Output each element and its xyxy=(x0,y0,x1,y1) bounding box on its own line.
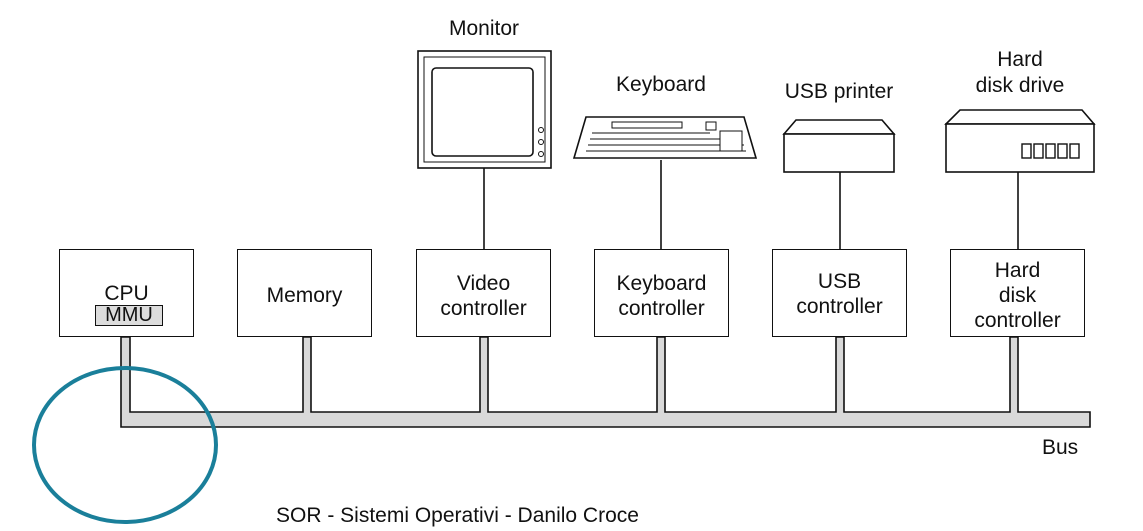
cpu-label: CPU xyxy=(104,282,149,305)
keyboard-label: Keyboard xyxy=(616,73,706,96)
keyboard-controller-label-line1: Keyboard xyxy=(616,272,707,295)
hard-disk-controller-label-line1: Hard xyxy=(994,259,1041,282)
video-controller-box: Video controller xyxy=(416,249,551,337)
bus-label: Bus xyxy=(1042,436,1079,459)
monitor-icon xyxy=(417,50,552,169)
hard-disk-controller-label-line2: disk xyxy=(998,284,1037,307)
cpu-box: CPU MMU xyxy=(59,249,194,337)
keyboard-controller-label-line2: controller xyxy=(618,297,705,320)
monitor-label: Monitor xyxy=(448,17,520,40)
usb-controller-box: USB controller xyxy=(772,249,907,337)
usb-controller-label-line1: USB xyxy=(817,270,862,293)
hard-disk-drive-label-line2: disk drive xyxy=(975,74,1065,97)
bus xyxy=(120,336,1091,428)
hard-disk-drive-label-line1: Hard xyxy=(997,48,1043,71)
footer-text: SOR - Sistemi Operativi - Danilo Croce xyxy=(276,504,639,527)
video-controller-label-line2: controller xyxy=(440,297,527,320)
memory-box: Memory xyxy=(237,249,372,337)
highlight-circle xyxy=(32,366,218,524)
memory-label: Memory xyxy=(266,284,343,307)
hard-disk-icon xyxy=(944,109,1096,173)
hard-disk-controller-label-line3: controller xyxy=(974,309,1061,332)
keyboard-icon xyxy=(572,116,758,159)
video-controller-label-line1: Video xyxy=(456,272,511,295)
printer-icon xyxy=(782,119,896,173)
usb-controller-label-line2: controller xyxy=(796,295,883,318)
hard-disk-controller-box: Hard disk controller xyxy=(950,249,1085,337)
keyboard-controller-box: Keyboard controller xyxy=(594,249,729,337)
usb-printer-label: USB printer xyxy=(784,80,894,103)
mmu-box: MMU xyxy=(95,305,163,326)
